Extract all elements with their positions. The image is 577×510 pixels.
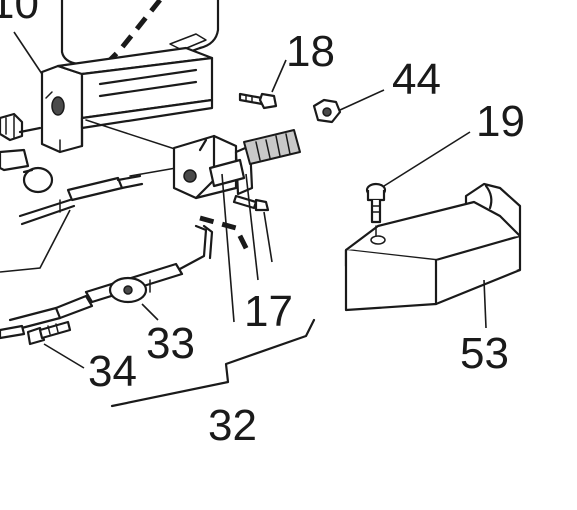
leader-10	[13, 31, 43, 75]
screw-part-18	[238, 92, 278, 110]
screw-part-19	[365, 182, 387, 237]
plug-part-left	[0, 148, 54, 194]
bracket-part-10	[40, 46, 214, 154]
leader-33	[141, 303, 159, 321]
callout-19: 19	[476, 97, 525, 146]
callout-34: 34	[88, 347, 137, 396]
leader-left-group	[0, 209, 71, 273]
cover-part-53	[344, 182, 522, 312]
callout-17: 17	[244, 287, 293, 336]
nut-part-44	[312, 98, 342, 124]
leader-53	[483, 279, 487, 329]
leader-17c	[221, 173, 235, 323]
screw-part-17	[232, 194, 270, 212]
callout-53: 53	[460, 329, 509, 378]
nut-part-left	[0, 112, 42, 142]
screw-part-34	[0, 320, 72, 346]
bracket-32	[110, 318, 316, 408]
burner-bracket-assembly	[172, 129, 301, 200]
callout-32: 32	[208, 401, 257, 450]
rod-part-left	[18, 174, 144, 226]
callout-10: 10	[0, 0, 39, 28]
assembly-dash-line-lower	[199, 215, 251, 254]
leader-19	[383, 131, 471, 187]
ignition-rod-part-33	[8, 224, 214, 332]
callout-33: 33	[146, 319, 195, 368]
callout-44: 44	[392, 55, 441, 104]
leader-44	[339, 89, 385, 111]
leader-17b	[263, 211, 273, 263]
leader-34	[43, 343, 85, 369]
callout-18: 18	[286, 27, 335, 76]
leader-17a	[245, 173, 259, 281]
leader-18	[271, 59, 287, 93]
